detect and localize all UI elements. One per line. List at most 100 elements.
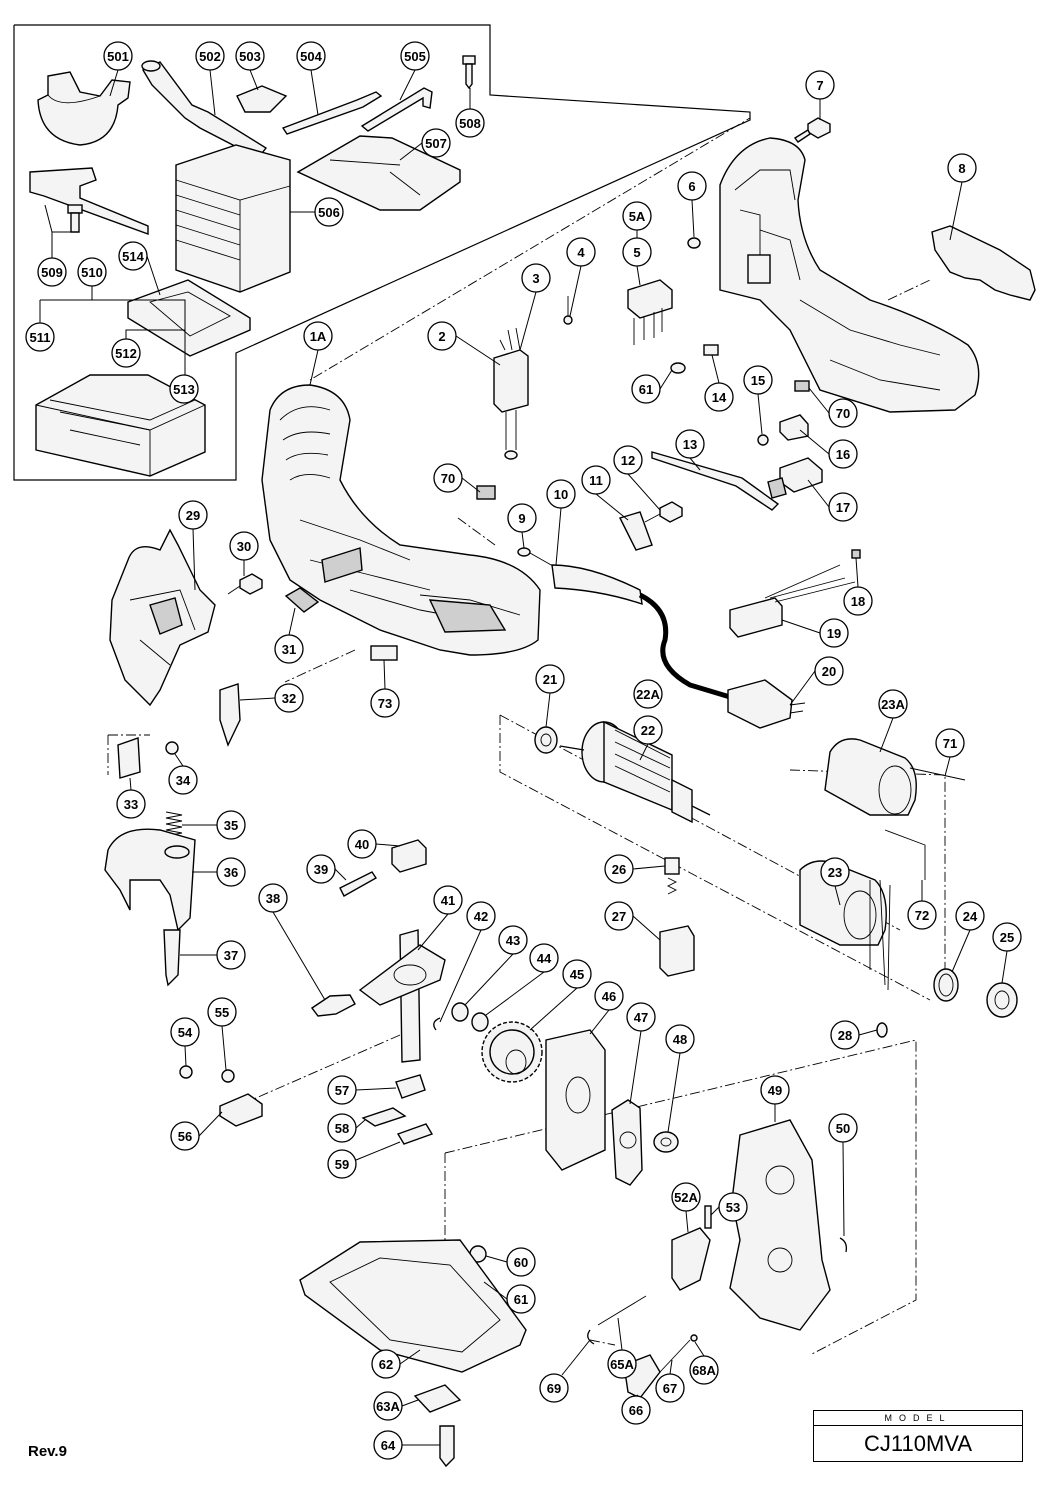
callout-number: 9 — [518, 511, 525, 526]
callout-13: 13 — [675, 429, 705, 459]
callout-circle — [907, 900, 937, 930]
callout-number: 68A — [692, 1363, 716, 1378]
callout-47: 47 — [626, 1002, 656, 1032]
callout-66: 66 — [621, 1395, 651, 1425]
callout-circle — [103, 41, 133, 71]
callout-number: 46 — [602, 989, 616, 1004]
callout-circle — [828, 492, 858, 522]
callout-circle — [947, 153, 977, 183]
callout-circle — [216, 857, 246, 887]
callout-17: 17 — [828, 492, 858, 522]
callout-circle — [671, 1182, 701, 1212]
callout-number: 44 — [537, 951, 552, 966]
callout-number: 50 — [836, 1121, 850, 1136]
callout-34: 34 — [168, 765, 198, 795]
callout-number: 11 — [589, 473, 603, 488]
callout-circle — [235, 41, 265, 71]
callout-circle — [170, 1121, 200, 1151]
callout-circle — [814, 656, 844, 686]
callout-number: 59 — [335, 1157, 349, 1172]
callout-31: 31 — [274, 634, 304, 664]
callout-number: 502 — [199, 49, 221, 64]
callout-circle — [622, 237, 652, 267]
callout-65a: 65A — [607, 1349, 637, 1379]
callout-number: 505 — [404, 49, 426, 64]
callout-circle — [433, 463, 463, 493]
callout-72: 72 — [907, 900, 937, 930]
callout-512: 512 — [111, 338, 141, 368]
callout-11: 11 — [581, 465, 611, 495]
callout-61: 61 — [506, 1284, 536, 1314]
accessory-frame — [13, 24, 751, 481]
callout-circle — [373, 1391, 403, 1421]
callout-22: 22 — [633, 715, 663, 745]
callout-number: 15 — [751, 373, 765, 388]
right-housing — [687, 117, 1036, 413]
callout-67: 67 — [655, 1373, 685, 1403]
callout-number: 511 — [30, 330, 51, 345]
callout-number: 56 — [178, 1129, 192, 1144]
callout-circle — [116, 789, 146, 819]
callout-circle — [843, 586, 873, 616]
callout-58: 58 — [327, 1113, 357, 1143]
callout-37: 37 — [216, 940, 246, 970]
callout-circle — [743, 365, 773, 395]
callout-number: 47 — [634, 1010, 648, 1025]
callout-circle — [229, 531, 259, 561]
callout-circle — [216, 810, 246, 840]
callout-number: 28 — [838, 1028, 852, 1043]
callout-circle — [77, 257, 107, 287]
callout-circle — [594, 981, 624, 1011]
callout-number: 14 — [712, 390, 727, 405]
callout-62: 62 — [371, 1349, 401, 1379]
callout-number: 21 — [543, 672, 557, 687]
callout-10: 10 — [546, 479, 576, 509]
callout-49: 49 — [760, 1075, 790, 1105]
callout-circle — [455, 108, 485, 138]
callout-number: 35 — [224, 818, 238, 833]
callout-number: 31 — [282, 642, 296, 657]
callout-number: 55 — [215, 1005, 229, 1020]
callout-70: 70 — [828, 398, 858, 428]
callout-circle — [655, 1373, 685, 1403]
callout-23a: 23A — [878, 689, 908, 719]
callout-number: 69 — [547, 1381, 561, 1396]
callout-circle — [830, 1020, 860, 1050]
callout-2: 2 — [427, 321, 457, 351]
callout-number: 32 — [282, 691, 296, 706]
callout-number: 38 — [266, 891, 280, 906]
callout-number: 18 — [851, 594, 865, 609]
left-housing — [261, 384, 541, 661]
callout-circle — [621, 1395, 651, 1425]
callout-number: 22A — [636, 687, 660, 702]
callout-circle — [539, 1373, 569, 1403]
callout-505: 505 — [400, 41, 430, 71]
callout-number: 19 — [827, 626, 841, 641]
callout-number: 507 — [425, 136, 447, 151]
callout-506: 506 — [314, 197, 344, 227]
model-label: MODEL — [814, 1411, 1022, 1426]
callout-circle — [633, 715, 663, 745]
callout-511: 511 — [25, 322, 55, 352]
callout-59: 59 — [327, 1149, 357, 1179]
callout-number: 16 — [836, 447, 850, 462]
callout-number: 20 — [822, 664, 836, 679]
callout-5: 5 — [622, 237, 652, 267]
callout-number: 509 — [41, 265, 63, 280]
callout-circle — [955, 901, 985, 931]
callout-514: 514 — [118, 241, 148, 271]
callout-circle — [373, 1430, 403, 1460]
callout-number: 71 — [943, 736, 957, 751]
callout-25: 25 — [992, 922, 1022, 952]
callout-number: 66 — [629, 1403, 643, 1418]
revision-label: Rev.9 — [28, 1443, 67, 1460]
callout-503: 503 — [235, 41, 265, 71]
callout-513: 513 — [169, 374, 199, 404]
callout-40: 40 — [347, 829, 377, 859]
callout-circle — [347, 829, 377, 859]
callout-number: 30 — [237, 539, 251, 554]
callout-19: 19 — [819, 618, 849, 648]
accessory-parts — [29, 55, 476, 477]
